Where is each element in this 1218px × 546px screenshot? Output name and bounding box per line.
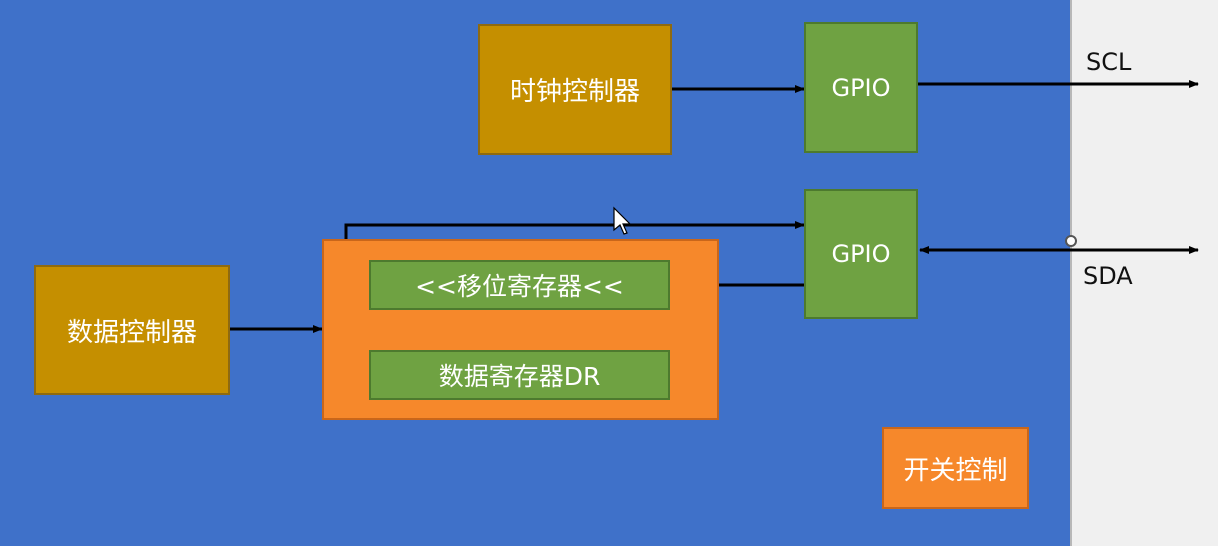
gpio-bottom-box: GPIO (804, 189, 918, 319)
sda-label: SDA (1083, 262, 1133, 290)
clock-controller-label: 时钟控制器 (509, 77, 640, 107)
scl-label: SCL (1086, 48, 1132, 76)
shift-register-label: <<移位寄存器<< (415, 272, 624, 301)
gpio-bottom-label: GPIO (831, 240, 891, 268)
switch-control-label: 开关控制 (903, 455, 1008, 486)
data-controller-label: 数据控制器 (66, 317, 197, 348)
chip-boundary (1070, 0, 1072, 546)
data-register-label: 数据寄存器DR (438, 362, 601, 391)
data-controller-box: 数据控制器 (34, 265, 230, 395)
gpio-top-label: GPIO (831, 73, 891, 102)
cursor-icon (613, 206, 632, 235)
data-register-box: 数据寄存器DR (369, 350, 670, 400)
sda-junction (1065, 235, 1077, 247)
clock-controller-box: 时钟控制器 (478, 24, 672, 155)
shift-register-box: <<移位寄存器<< (369, 260, 670, 310)
switch-control-box: 开关控制 (882, 427, 1029, 509)
gpio-top-box: GPIO (804, 22, 918, 153)
